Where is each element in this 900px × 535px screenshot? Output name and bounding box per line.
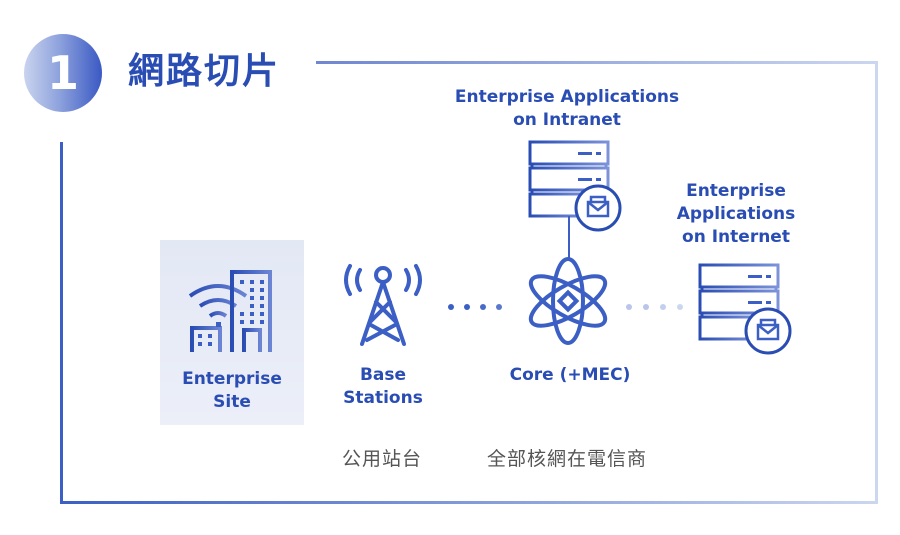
intranet-apps-label: Enterprise Applications on Intranet: [440, 86, 694, 132]
enterprise-site-label: Enterprise Site: [160, 368, 304, 414]
connector-dot: [643, 304, 649, 310]
frame-bottom-border: [60, 501, 878, 504]
page-title: 網路切片: [128, 51, 281, 92]
internet-apps-label-line1: Enterprise: [686, 181, 786, 201]
enterprise-site-label-line2: Site: [213, 392, 251, 412]
base-stations-label-line2: Stations: [343, 388, 423, 408]
cell-tower-icon: [344, 264, 422, 346]
frame-top-border: [316, 61, 878, 64]
internet-apps-label: Enterprise Applications on Internet: [660, 180, 812, 249]
internet-server-icon: [698, 263, 792, 355]
frame-left-border: [60, 142, 63, 504]
connector-dot: [464, 304, 470, 310]
step-number-badge: 1: [24, 34, 102, 112]
intranet-server-icon: [528, 140, 622, 232]
frame-right-border: [875, 61, 878, 504]
enterprise-site-label-line1: Enterprise: [182, 369, 282, 389]
intranet-apps-label-line1: Enterprise Applications: [454, 87, 680, 107]
base-stations-label-line1: Base: [359, 365, 407, 385]
base-stations-caption: 公用站台: [342, 448, 423, 470]
connector-dot: [480, 304, 486, 310]
connector-dot: [626, 304, 632, 310]
intranet-core-connector-line: [568, 216, 570, 258]
core-atom-icon: [528, 257, 608, 345]
connector-dot: [496, 304, 502, 310]
core-label: Core (+MEC): [509, 365, 631, 385]
intranet-apps-label-line2: on Intranet: [513, 110, 621, 130]
connector-dot: [660, 304, 666, 310]
connector-dot: [448, 304, 454, 310]
internet-apps-label-line3: on Internet: [682, 227, 790, 247]
base-stations-label: Base Stations: [330, 364, 436, 410]
internet-apps-label-line2: Applications: [676, 204, 796, 224]
enterprise-building-icon: [188, 270, 272, 352]
connector-dot: [677, 304, 683, 310]
core-caption: 全部核網在電信商: [487, 448, 648, 470]
